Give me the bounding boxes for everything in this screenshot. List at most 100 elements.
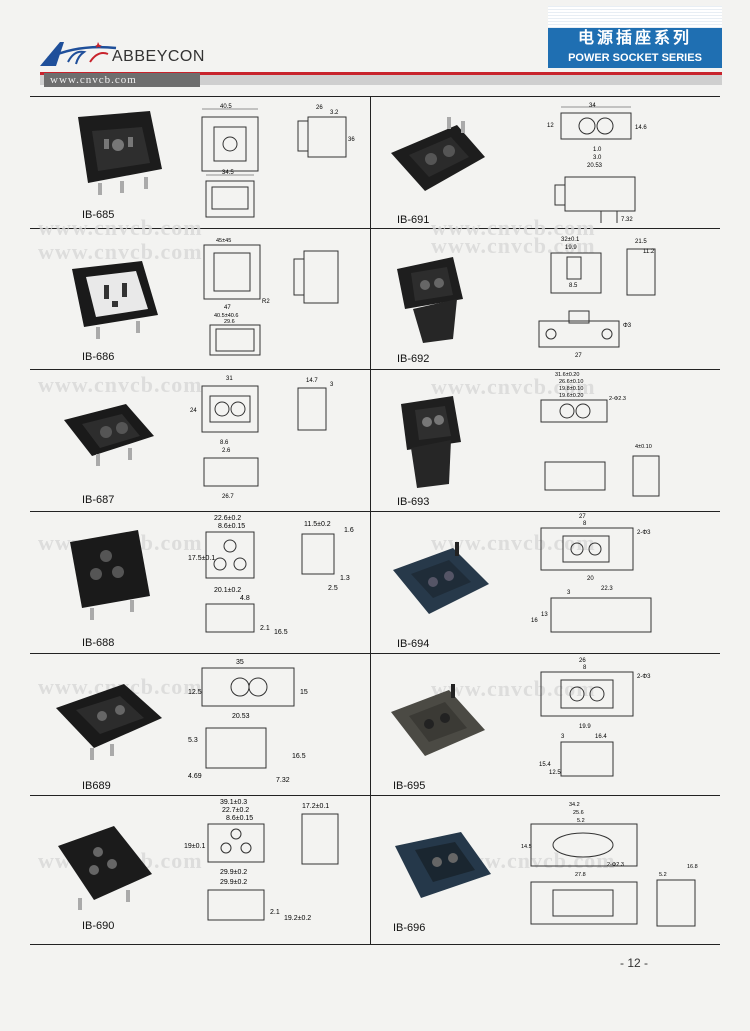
page-number: - 12 - <box>620 956 649 970</box>
dimension-drawing: 31.6±0.20 26.6±0.10 19.8±0.10 19.6±0.20 … <box>540 372 660 497</box>
dim-label: 31.6±0.20 <box>555 372 579 378</box>
product-card-ib-693: www.cnvcb.com IB-693 31.6±0.20 26.6±0.10… <box>371 370 711 512</box>
dim-label: 29.9±0.2 <box>220 869 247 876</box>
model-label: IB-691 <box>397 214 430 226</box>
dimension-drawing: 32±0.1 19.9 8.5 21.5 11.2 27 Φ3 <box>538 237 656 359</box>
dim-label: 20.53 <box>587 163 603 169</box>
dim-label: 19.9 <box>565 245 577 251</box>
dim-label: 15 <box>300 689 308 696</box>
dim-label: 19.6±0.20 <box>559 393 583 399</box>
dim-label: 2-Φ3 <box>637 530 651 536</box>
dim-label: 2-Φ2.3 <box>607 862 624 868</box>
watermark-text: www.cnvcb.com <box>38 372 203 397</box>
dim-label: 29.9±0.2 <box>220 879 247 886</box>
header-gray-rule <box>40 75 722 85</box>
dim-label: 27.8 <box>575 872 586 878</box>
socket-photo <box>391 117 485 191</box>
dim-label: 19.9 <box>579 724 591 730</box>
socket-photo <box>72 261 158 339</box>
product-card-ib-696: www.cnvcb.com IB-696 34.2 25.6 5.2 14.5 … <box>371 796 711 938</box>
dim-label: 34 <box>589 103 596 109</box>
dim-label: 35 <box>236 659 244 666</box>
product-card-ib-690: www.cnvcb.com IB-690 39.1±0.3 22.7±0.2 8… <box>30 796 370 938</box>
dim-label: 39.1±0.3 <box>220 799 247 806</box>
dim-label: 8 <box>583 521 587 527</box>
dim-label: 20.1±0.2 <box>214 587 241 594</box>
series-title-cn: 电源插座系列 <box>548 28 722 50</box>
dim-label: 21.5 <box>635 239 647 245</box>
dim-label: 22.7±0.2 <box>222 807 249 814</box>
series-title-block: 电源插座系列 POWER SOCKET SERIES <box>548 6 722 68</box>
dim-label: 12.5 <box>188 689 202 696</box>
dim-label: 8.5 <box>569 283 578 289</box>
product-card-ib-688: www.cnvcb.com IB-688 22.6±0.2 8.6±0.15 1… <box>30 512 370 654</box>
dim-label: 2.6 <box>222 448 231 454</box>
dimension-drawing: 22.6±0.2 8.6±0.15 17.5±0.1 11.5±0.2 1.6 … <box>188 515 354 636</box>
socket-photo <box>58 826 152 910</box>
dim-label: 27 <box>579 514 586 520</box>
dim-label: 2.5 <box>328 585 338 592</box>
dim-label: 11.5±0.2 <box>304 521 331 528</box>
brand-name: ABBEYCON <box>112 48 205 65</box>
socket-photo <box>391 684 485 756</box>
dimension-drawing: 35 12.5 15 20.53 5.3 16.5 4.69 7.32 <box>188 659 308 784</box>
product-card-ib-692: www.cnvcb.com IB-692 32±0.1 19.9 8.5 21.… <box>371 229 711 371</box>
socket-photo <box>78 111 162 195</box>
product-card-ib-687: www.cnvcb.com IB-687 31 24 14.7 3 8.6 2.… <box>30 370 370 512</box>
dim-label: 1.6 <box>344 527 354 534</box>
dim-label: 12 <box>547 123 554 129</box>
socket-photo <box>64 404 154 466</box>
dim-label: 31 <box>226 376 233 382</box>
dim-label: 3.0 <box>593 155 602 161</box>
dim-label: 4.8 <box>240 595 250 602</box>
product-card-ib689: www.cnvcb.com IB689 35 12.5 15 20.53 5.3… <box>30 654 370 796</box>
dim-label: 1.3 <box>340 575 350 582</box>
dim-label: 1.0 <box>593 147 602 153</box>
dim-label: 26.6±0.10 <box>559 379 583 385</box>
dim-label: 3 <box>561 734 565 740</box>
dim-label: 2-Φ3 <box>637 674 651 680</box>
dim-label: 12.5 <box>549 770 561 776</box>
model-label: IB-686 <box>82 351 115 363</box>
dim-label: 5.2 <box>577 818 585 824</box>
dim-label: 16.8 <box>687 864 698 870</box>
model-label: IB-696 <box>393 922 426 934</box>
socket-photo <box>397 257 463 343</box>
watermark-text: www.cnvcb.com <box>431 215 596 240</box>
product-card-ib-691: www.cnvcb.com IB-691 34 12 14.6 1.0 3.0 … <box>371 97 711 240</box>
dim-label: 3 <box>567 590 571 596</box>
dim-label: 45±45 <box>216 238 231 244</box>
dim-label: 40.5 <box>220 104 232 110</box>
abbeycon-logo <box>40 42 117 66</box>
dim-label: 26 <box>316 105 323 111</box>
dim-label: 40.5±40.6 <box>214 313 238 319</box>
dim-label: 16 <box>531 618 538 624</box>
dim-label: 2.1 <box>260 625 270 632</box>
dim-label: 14.7 <box>306 378 318 384</box>
dim-label: 3.2 <box>330 110 339 116</box>
dim-label: 27 <box>575 353 582 359</box>
dim-label: 8.6±0.15 <box>218 523 245 530</box>
socket-photo <box>401 396 461 488</box>
series-title-en: POWER SOCKET SERIES <box>548 50 722 68</box>
dim-label: 2-Φ2.3 <box>609 396 626 402</box>
product-card-ib-694: www.cnvcb.com IB-694 27 8 2-Φ3 20 22.3 3… <box>371 512 711 654</box>
dim-label: 8.6±0.15 <box>226 815 253 822</box>
dim-label: 14.5 <box>521 844 532 850</box>
dim-label: 13 <box>541 612 548 618</box>
dim-label: 29.6 <box>224 319 235 325</box>
model-label: IB-692 <box>397 353 430 365</box>
dim-label: 25.6 <box>573 810 584 816</box>
dim-label: 34.5 <box>222 170 234 176</box>
dim-label: 15.4 <box>539 762 551 768</box>
dim-label: 34.2 <box>569 802 580 808</box>
dim-label: 16.4 <box>595 734 607 740</box>
model-label: IB689 <box>82 780 111 792</box>
website-url: www.cnvcb.com <box>44 73 200 87</box>
dim-label: 32±0.1 <box>561 237 580 243</box>
dimension-drawing: 39.1±0.3 22.7±0.2 8.6±0.15 19±0.1 17.2±0… <box>184 799 339 922</box>
product-card-ib-686: www.cnvcb.com IB-686 45±45 47 R2 40.5±40… <box>30 229 370 371</box>
dim-label: 5.2 <box>659 872 667 878</box>
dim-label: 22.3 <box>601 586 613 592</box>
model-label: IB-688 <box>82 637 115 649</box>
